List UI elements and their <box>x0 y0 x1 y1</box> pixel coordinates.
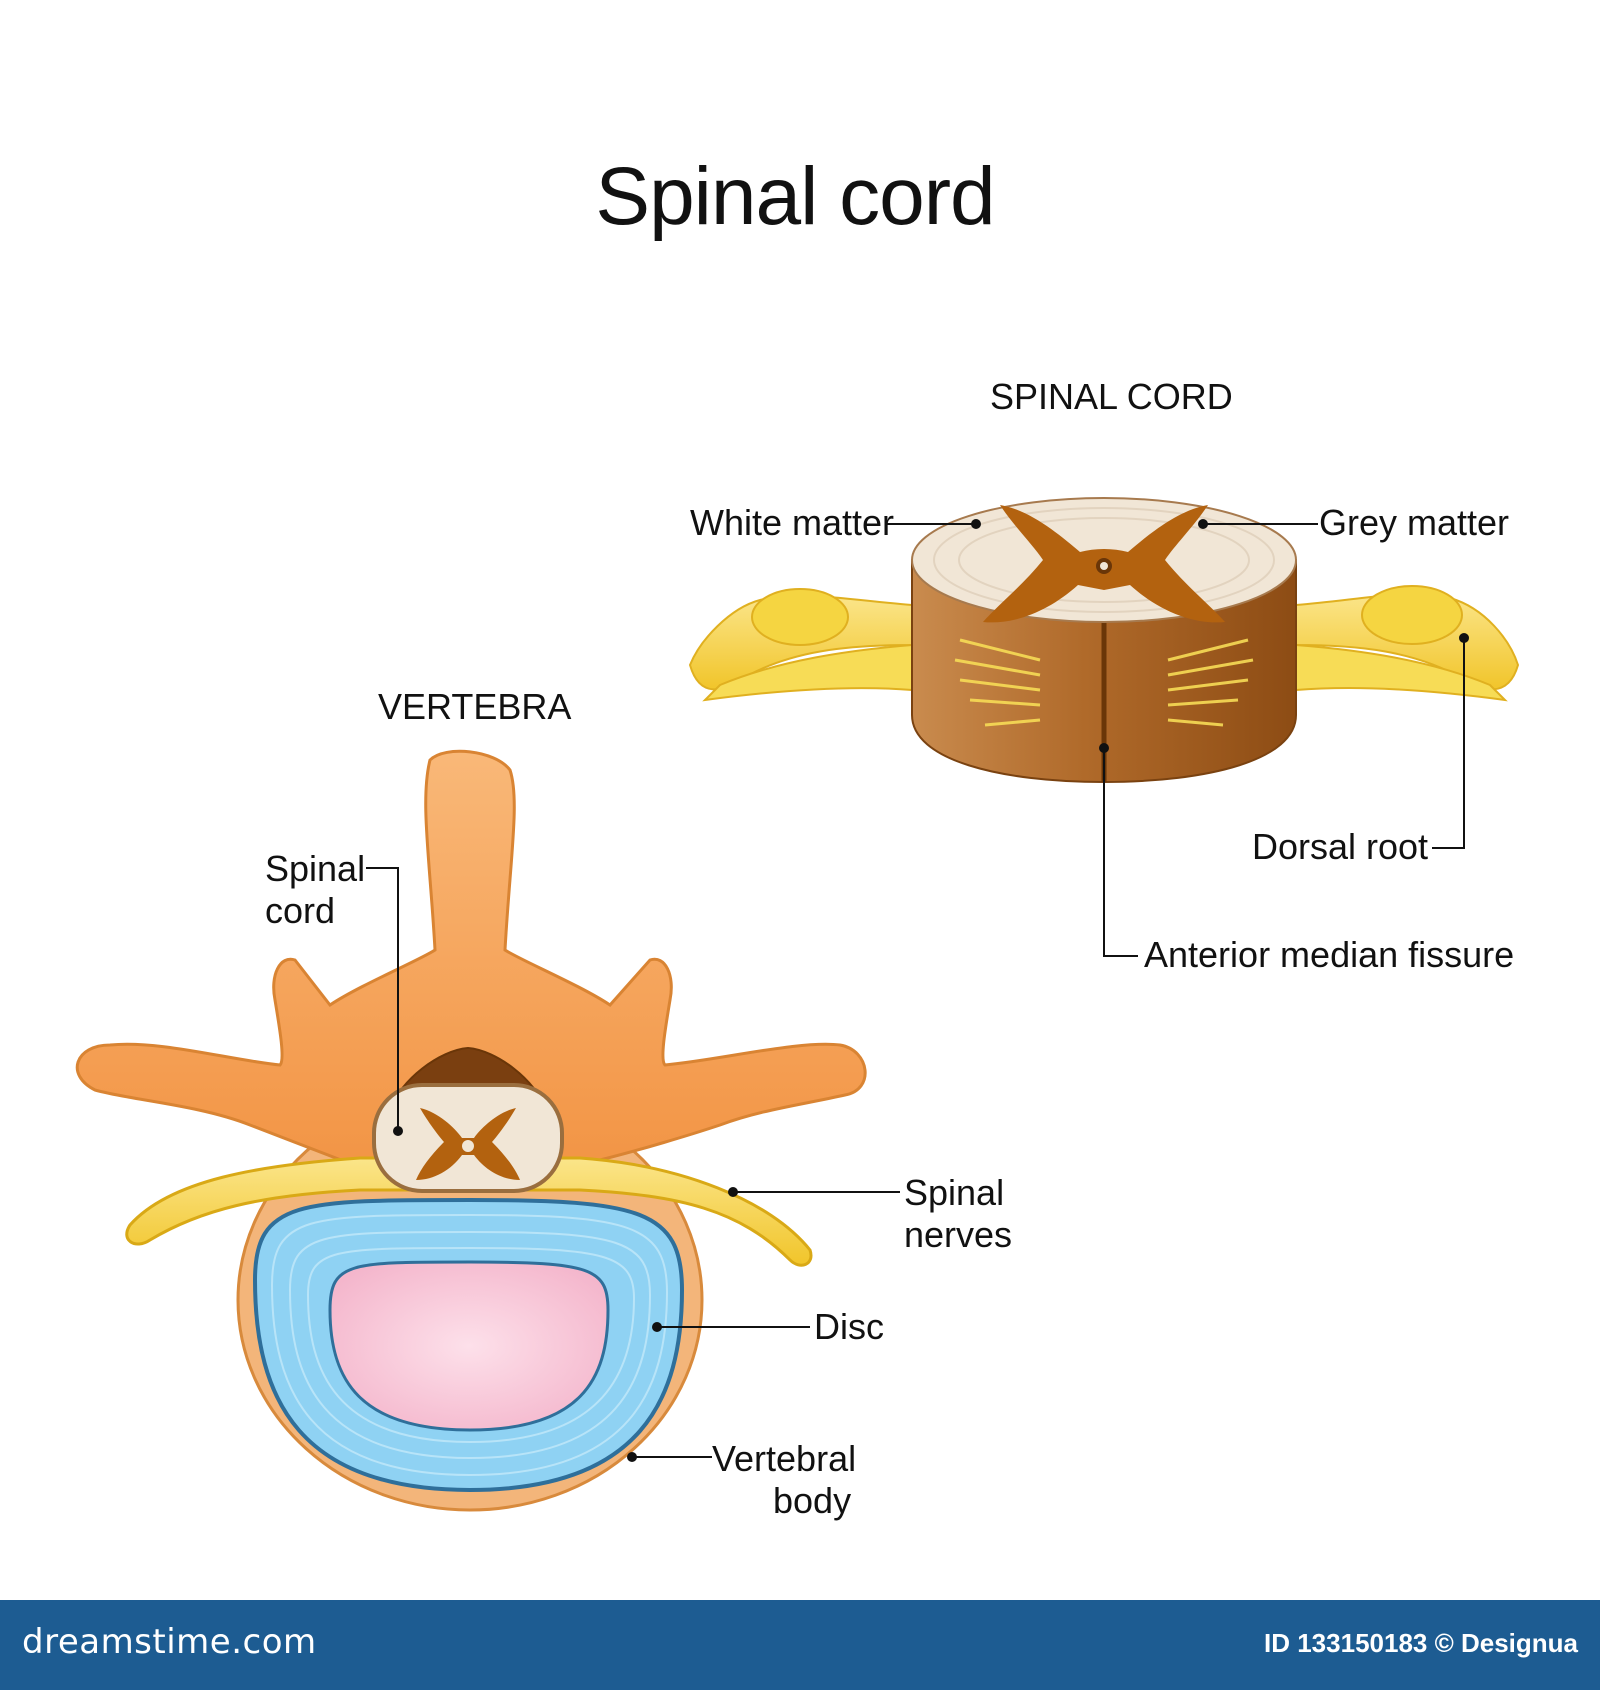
nucleus-shape <box>328 1260 610 1432</box>
vertebra-heading: VERTEBRA <box>378 686 572 727</box>
vertebra-spinal-nerves-shape <box>125 1156 813 1267</box>
page-title: Spinal cord <box>595 151 995 242</box>
white-matter-label: White matter <box>690 502 895 543</box>
illustration <box>75 497 1520 1512</box>
disc-label: Disc <box>814 1306 884 1347</box>
left-spinal-nerve <box>688 588 913 702</box>
spinal-cord-heading: SPINAL CORD <box>990 376 1233 417</box>
footer-credit: ID 133150183 © Designua <box>1264 1628 1578 1658</box>
footer-bar: dreamstime.com ID 133150183 © Designua <box>0 1600 1600 1690</box>
dorsal-root-label: Dorsal root <box>1252 826 1429 867</box>
grey-matter-label: Grey matter <box>1319 502 1510 543</box>
spinal-cord-cross-section <box>688 497 1520 957</box>
vertebral-arch-shape <box>75 749 867 1177</box>
right-spinal-nerve <box>1295 585 1520 702</box>
spinal-nerves-label-line1: Spinal <box>904 1172 1005 1213</box>
vertebra-spinal-cord-label-line1: Spinal <box>265 848 366 889</box>
vertebra-spinal-cord-label-line2: cord <box>265 890 336 931</box>
vertebra-illustration <box>75 749 900 1512</box>
footer-brand[interactable]: dreamstime.com <box>22 1622 317 1662</box>
vertebral-body-label-line2: body <box>773 1480 852 1521</box>
spinal-nerves-label-line2: nerves <box>904 1214 1013 1255</box>
vertebral-body-label-line1: Vertebral <box>712 1438 857 1479</box>
anterior-median-fissure-label: Anterior median fissure <box>1144 934 1515 975</box>
